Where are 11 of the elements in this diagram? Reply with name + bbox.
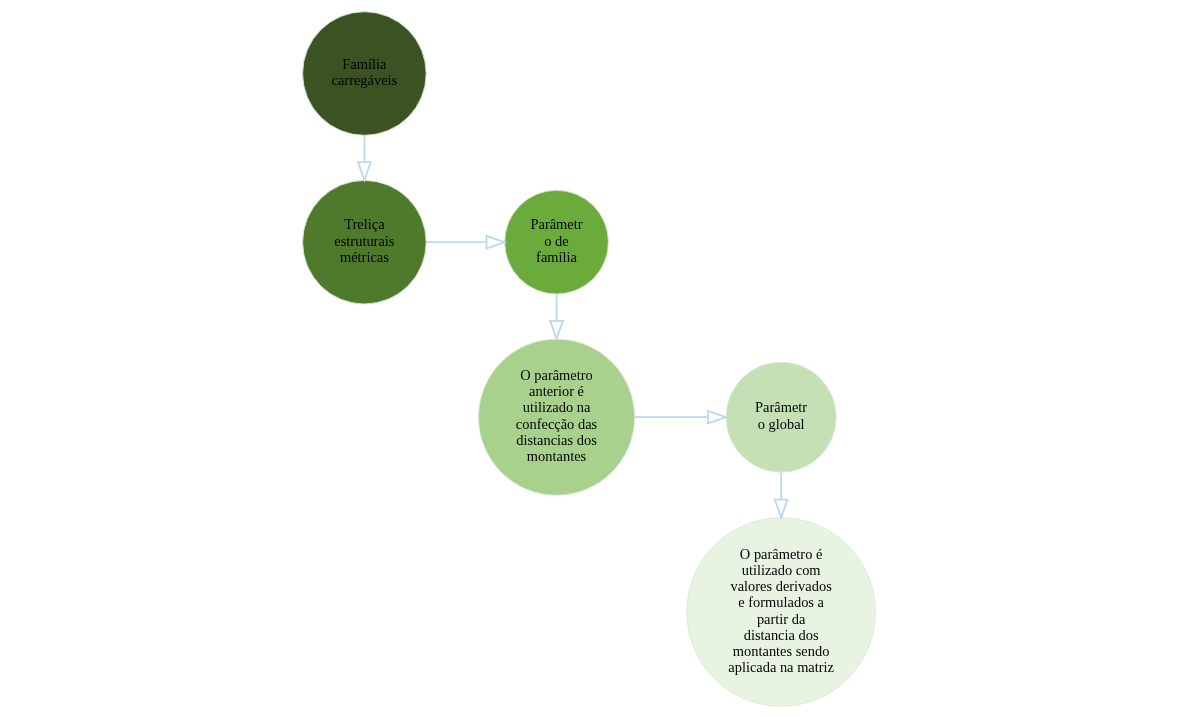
node-circle: O parâmetro anterior é utilizado na confecção das distancias dos montantes — [478, 338, 635, 496]
arrow — [425, 234, 508, 250]
node-circle: Parâmetr o global — [725, 361, 837, 473]
node-circle: Família carregáveis — [302, 11, 427, 136]
arrow — [548, 293, 565, 342]
arrow — [633, 409, 729, 425]
arrow — [356, 134, 372, 183]
node-circle: Parâmetr o de família — [504, 189, 609, 295]
node-circle: O parâmetro é utilizado com valores derivados e formulados a partir da distancia dos montantes sendo aplicada na matriz — [686, 517, 876, 707]
arrow — [773, 471, 789, 521]
node-circle: Treliça estruturais métricas — [302, 179, 427, 305]
